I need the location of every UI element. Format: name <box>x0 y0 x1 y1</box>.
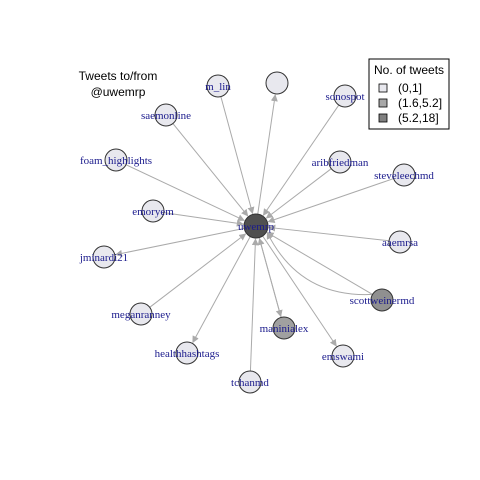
node-emoryem: emoryem <box>132 199 174 223</box>
node-label: foam_highlights <box>80 155 152 167</box>
legend-label: (5.2,18] <box>398 111 439 125</box>
node-label: saemonline <box>141 110 191 122</box>
node-circle <box>331 344 355 368</box>
node-circle <box>92 245 116 269</box>
node-label: scottweinermd <box>350 295 415 307</box>
edge-steveleechmd-to-uwemrp <box>267 178 394 224</box>
nodes-layer: uwemrp m_lin sonospot saemonline foam_highli… <box>79 71 434 394</box>
node-circle <box>206 74 230 98</box>
node-m_lin: m_lin <box>205 74 231 98</box>
legend-swatch <box>378 83 388 93</box>
edge-aribfriedman-to-uwemrp <box>265 168 332 219</box>
node-circle <box>333 84 357 108</box>
edge-scottweinermd-to-uwemrp <box>266 231 373 296</box>
legend-item: (1.6,5.2] <box>378 96 442 110</box>
node-circle <box>243 213 269 239</box>
node-healthhashtags: healthhashtags <box>155 341 220 365</box>
node-circle <box>370 288 394 312</box>
node-unlabeled <box>265 71 289 95</box>
node-circle <box>328 150 352 174</box>
node-jminardi21: jminardi21 <box>79 245 128 269</box>
node-label: emoryem <box>132 206 174 218</box>
edge-uwemrp-to-emswami <box>262 235 337 347</box>
edge-uwemrp-to-unlabeled <box>257 94 278 215</box>
edge-emoryem-to-uwemrp <box>163 212 244 227</box>
node-circle <box>238 370 262 394</box>
legend-item: (0,1] <box>378 81 422 95</box>
node-circle <box>392 163 416 187</box>
legend-item: (5.2,18] <box>378 111 439 125</box>
legend-box <box>368 58 450 130</box>
edge-uwemrp-to-jminardi21 <box>115 227 245 257</box>
edges-layer <box>115 94 394 372</box>
legend-label: (0,1] <box>398 81 422 95</box>
legend-swatch <box>378 98 388 108</box>
node-circle <box>272 316 296 340</box>
node-label: m_lin <box>205 81 231 93</box>
node-circle <box>104 148 128 172</box>
node-label: aribfriedman <box>312 157 369 169</box>
node-label: emswami <box>322 351 364 363</box>
node-label: jminardi21 <box>79 252 128 264</box>
legend-title: No. of tweets <box>374 63 444 77</box>
node-label: uwemrp <box>238 221 275 233</box>
node-aribfriedman: aribfriedman <box>312 150 369 174</box>
node-foam_highlights: foam_highlights <box>80 148 152 172</box>
node-label: sonospot <box>325 91 364 103</box>
node-label: meganranney <box>111 309 171 321</box>
node-sonospot: sonospot <box>325 84 365 108</box>
node-label: maninialex <box>260 323 309 335</box>
node-label: tchanmd <box>231 377 269 389</box>
edge-meganranney-to-uwemrp <box>149 233 247 308</box>
legend: No. of tweets (0,1] (1.6,5.2] (5.2,18] <box>368 58 450 130</box>
node-aaemrsa: aaemrsa <box>382 230 418 254</box>
node-emswami: emswami <box>322 344 364 368</box>
edge-maninialex-to-uwemrp <box>257 237 282 318</box>
legend-swatch <box>378 113 388 123</box>
edge-m_lin-to-uwemrp <box>220 96 255 215</box>
graph-title: Tweets to/from @uwemrp <box>48 68 188 100</box>
node-label: aaemrsa <box>382 237 418 249</box>
node-meganranney: meganranney <box>111 302 171 326</box>
node-maninialex: maninialex <box>260 316 309 340</box>
edge-foam_highlights-to-uwemrp <box>125 164 245 221</box>
legend-label: (1.6,5.2] <box>398 96 442 110</box>
node-circle <box>129 302 153 326</box>
edge-tchanmd-to-uwemrp <box>249 238 259 372</box>
edge-uwemrp-to-healthhashtags <box>192 236 251 344</box>
node-label: steveleechmd <box>374 170 434 182</box>
title-line-1: Tweets to/from <box>78 69 158 83</box>
node-saemonline: saemonline <box>141 103 191 127</box>
node-circle <box>388 230 412 254</box>
node-label: healthhashtags <box>155 348 220 360</box>
node-circle <box>265 71 289 95</box>
node-steveleechmd: steveleechmd <box>374 163 434 187</box>
node-scottweinermd: scottweinermd <box>350 288 415 312</box>
node-circle <box>175 341 199 365</box>
edge-scottweinermd-to-uwemrp <box>266 232 373 295</box>
title-line-2: @uwemrp <box>90 85 146 99</box>
node-circle <box>141 199 165 223</box>
node-tchanmd: tchanmd <box>231 370 269 394</box>
edge-sonospot-to-uwemrp <box>262 104 340 216</box>
edge-aaemrsa-to-uwemrp <box>268 224 390 242</box>
node-uwemrp: uwemrp <box>238 213 275 239</box>
node-circle <box>154 103 178 127</box>
edge-saemonline-to-uwemrp <box>172 123 249 217</box>
